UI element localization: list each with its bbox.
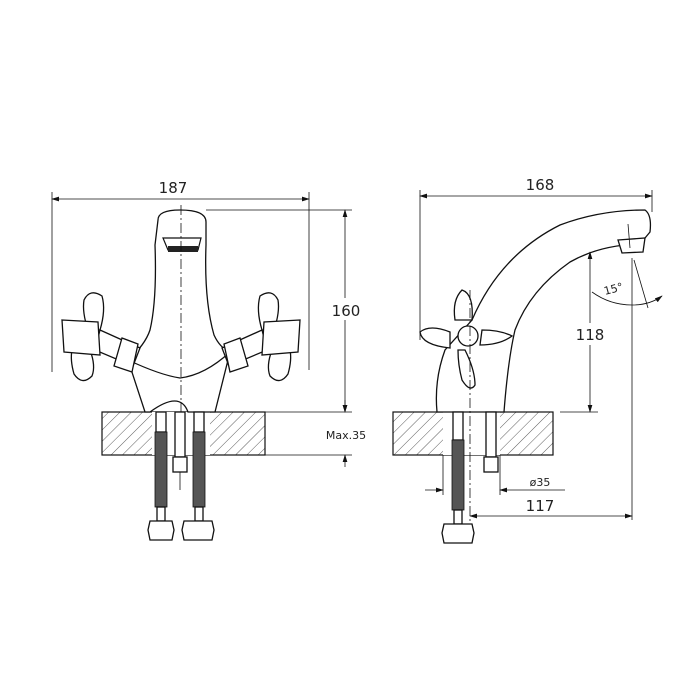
angle-label: 15° [602, 280, 624, 298]
body-curve [127, 351, 231, 379]
aerator-mesh [168, 246, 198, 252]
right-hose [181, 411, 215, 541]
mounting-nut [172, 456, 188, 473]
right-cross-handle[interactable] [221, 292, 301, 382]
spout-body [435, 209, 652, 413]
width-dimension-label: 187 [159, 179, 188, 197]
side-cross-handle[interactable] [419, 289, 514, 389]
hose-nut [181, 520, 215, 541]
height-dimension-label: 160 [332, 302, 361, 320]
hose-nut [147, 520, 175, 541]
aerator [617, 237, 646, 254]
left-cross-handle[interactable] [61, 292, 141, 382]
side-view: 168 118 15° [392, 176, 663, 544]
left-hose [147, 411, 175, 541]
hose-nut [441, 523, 475, 544]
hole-diameter-label: ø35 [530, 476, 551, 489]
counter-thickness-label: Max.35 [326, 429, 366, 442]
reach-dimension-label: 117 [526, 497, 555, 515]
depth-dimension-label: 168 [526, 176, 555, 194]
mounting-stud [174, 411, 186, 458]
spout-height-label: 118 [576, 326, 605, 344]
front-view: 187 [51, 179, 370, 541]
faucet-body [127, 209, 231, 413]
